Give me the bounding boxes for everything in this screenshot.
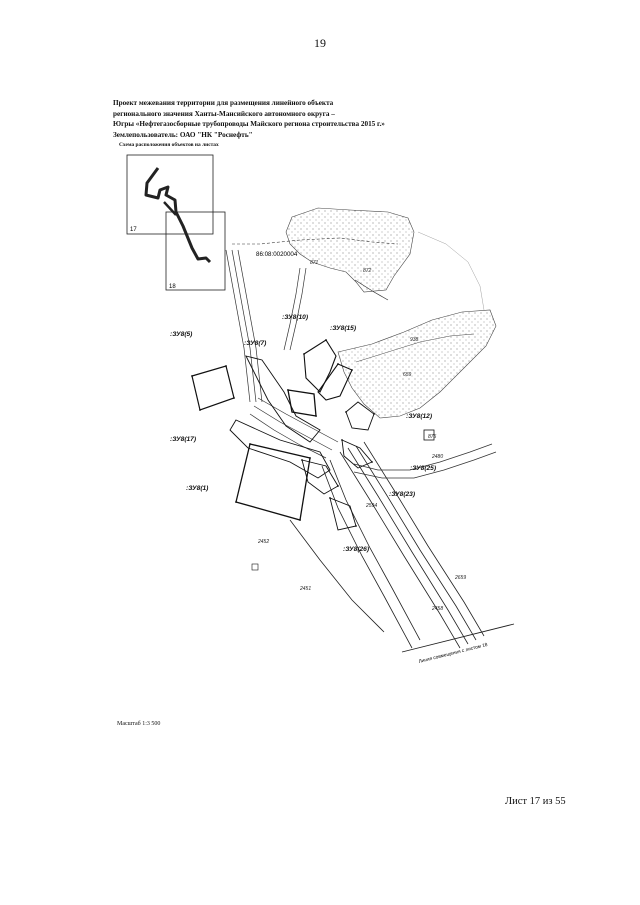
- sheet-total: из 55: [542, 796, 566, 807]
- key-route-line: [144, 167, 212, 264]
- key-map: 17 18: [126, 154, 226, 291]
- label-zu5: :ЗУ8(5): [170, 331, 192, 338]
- pipeline-corridor: [289, 441, 485, 649]
- plot-zu12-outline: [345, 401, 375, 431]
- map-scale: Масштаб 1:3 500: [117, 721, 161, 727]
- plot-inner-a: [287, 389, 317, 417]
- label-zu26: :ЗУ8(26): [343, 546, 369, 553]
- parcel-2458: 2458: [431, 606, 443, 612]
- parcel-2452: 2452: [257, 539, 269, 545]
- key-sheet-a-frame: [126, 154, 214, 235]
- title-block: Проект межевания территории для размещен…: [113, 98, 473, 140]
- parcel-numbers: 871 872 938 659 875 2480 2452 2659 2458 …: [257, 260, 466, 612]
- key-sheet-b-number: 18: [169, 284, 176, 290]
- parcel-2451: 2451: [299, 586, 311, 592]
- label-zu7: :ЗУ8(7): [244, 340, 266, 347]
- plot-zu1-outline: [235, 443, 311, 521]
- plot-zu5-outline: [191, 365, 235, 411]
- small-square-sw: [251, 563, 259, 571]
- dotted-area-east: [337, 309, 497, 419]
- parcel-659: 659: [403, 372, 412, 378]
- small-square-875: [423, 429, 435, 441]
- parcel-875: 875: [428, 434, 437, 440]
- continuation-line: [401, 623, 515, 653]
- plot-zu26-outline: [329, 497, 357, 531]
- plot-zu7-outline: [245, 355, 321, 443]
- label-zu17: :ЗУ8(17): [170, 436, 196, 443]
- parcel-871: 871: [310, 260, 319, 266]
- plot-zu10-outline: [303, 339, 337, 393]
- label-zu1: :ЗУ8(1): [186, 485, 208, 492]
- parcel-2480: 2480: [431, 454, 443, 460]
- parcel-938: 938: [410, 337, 419, 343]
- label-zu12: :ЗУ8(12): [406, 413, 432, 420]
- label-zu25: :ЗУ8(25): [410, 465, 436, 472]
- title-line-1: Проект межевания территории для размещен…: [113, 99, 334, 107]
- label-zu10: :ЗУ8(10): [282, 314, 308, 321]
- key-sheet-b-frame: [165, 211, 226, 291]
- key-sheet-a-number: 17: [130, 227, 137, 233]
- key-map-caption: Схема расположения объектов на листах: [119, 142, 219, 148]
- plot-labels: :ЗУ8(5) :ЗУ8(10) :ЗУ8(15) :ЗУ8(7) :ЗУ8(1…: [170, 314, 436, 553]
- title-line-3: Югры «Нефтегазосборные трубопроводы Майс…: [113, 120, 385, 128]
- survey-points: [191, 339, 375, 527]
- plot-zu25-outline: [341, 439, 373, 469]
- label-zu23: :ЗУ8(23): [389, 491, 415, 498]
- roads: [225, 249, 497, 479]
- plot-zu17-outline: [229, 419, 331, 479]
- dotted-area-north: [285, 207, 415, 293]
- title-line-2: регионального значения Ханты-Мансийского…: [113, 109, 335, 118]
- parcel-2594: 2594: [365, 503, 377, 509]
- label-zu15: :ЗУ8(15): [330, 325, 356, 332]
- title-line-4: Землепользователь: ОАО "НК "Роснефть": [113, 130, 253, 139]
- parcel-872: 872: [363, 268, 372, 274]
- parcel-2659: 2659: [454, 575, 466, 581]
- sheet-footer: Лист 17 из 55: [505, 796, 566, 807]
- terrain-areas: [285, 207, 497, 419]
- plot-zu15-outline: [317, 363, 353, 401]
- sheet-number: Лист 17: [505, 796, 541, 807]
- cadastral-block-label: 86:08:0020004: [256, 251, 298, 258]
- plot-zu23-outline: [301, 459, 339, 495]
- page-number: 19: [314, 36, 326, 50]
